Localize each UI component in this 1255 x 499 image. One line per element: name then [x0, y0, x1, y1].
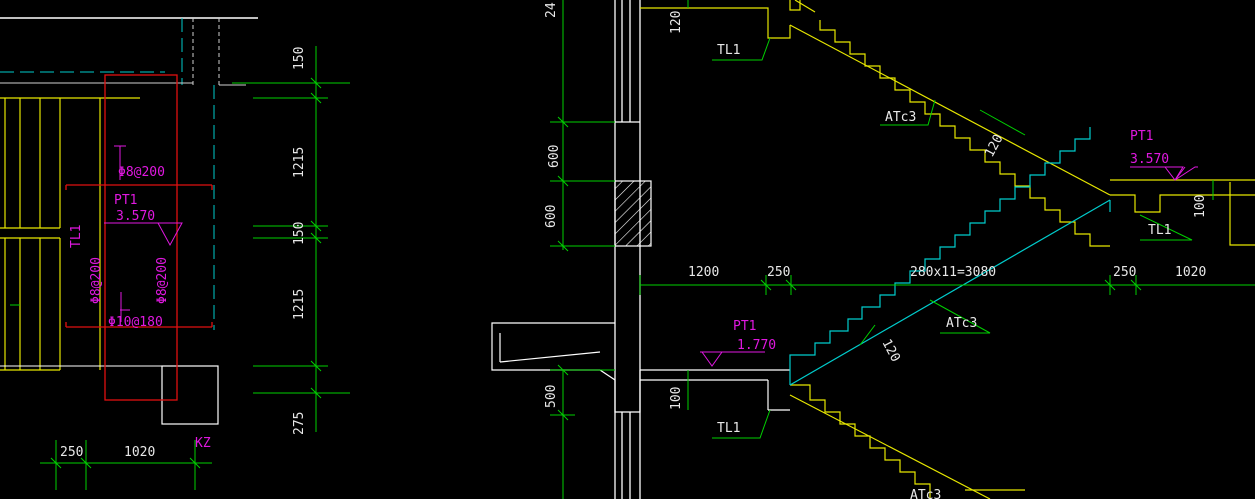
section-dim-500: 500 [544, 385, 559, 408]
stair-plan-view: 150 1215 150 1215 275 250 1020 Φ8@200 Φ8… [0, 17, 350, 490]
section-upper-landing-name: PT1 [1130, 129, 1153, 144]
plan-dim-1020: 1020 [124, 445, 155, 460]
section-flight-label-upper: ATc3 [885, 110, 916, 125]
section-dim-24: 24 [544, 2, 559, 18]
section-dim-flight: 280x11=3080 [910, 265, 996, 280]
plan-dim-150-top: 150 [292, 47, 307, 70]
plan-rebar-label-top: Φ8@200 [118, 165, 165, 180]
section-beam-label-bottom: TL1 [717, 421, 740, 436]
section-lower-flight-down [789, 384, 1025, 499]
plan-landing-elev: 3.570 [116, 209, 155, 224]
section-flight-label-partial: ATc3 [910, 488, 941, 499]
plan-column-label: KZ [195, 436, 211, 451]
plan-rebar-label-left: Φ8@200 [89, 257, 104, 304]
section-beam-label-right: TL1 [1148, 223, 1171, 238]
section-beam-label-top: TL1 [717, 43, 740, 58]
section-flight-label-lower: ATc3 [946, 316, 977, 331]
section-dimensions [550, 0, 1255, 499]
section-dim-600-lower: 600 [544, 205, 559, 228]
plan-landing-name: PT1 [114, 193, 137, 208]
section-dim-1020: 1020 [1175, 265, 1206, 280]
plan-dim-250: 250 [60, 445, 83, 460]
section-thickness-100-right: 100 [1193, 195, 1208, 218]
section-upper-landing-elev: 3.570 [1130, 152, 1169, 167]
plan-dim-1215-upper: 1215 [292, 147, 307, 178]
section-middle-flight [789, 127, 1111, 386]
section-upper-flight [640, 0, 1255, 247]
plan-rebar-label-bottom: Φ10@180 [108, 315, 163, 330]
section-lower-beam [491, 322, 790, 413]
plan-dim-chain-right [232, 46, 350, 432]
plan-dim-150-mid: 150 [292, 222, 307, 245]
section-level-markers [700, 166, 1198, 367]
section-dim-250-left: 250 [767, 265, 790, 280]
plan-dim-chain-bottom [10, 304, 212, 490]
section-dim-600-upper: 600 [547, 145, 562, 168]
section-thickness-120-upper-flight: 120 [982, 132, 1006, 160]
section-window-hatch [614, 180, 652, 247]
plan-rebar-label-right: Φ8@200 [155, 257, 170, 304]
plan-annotation-leaders [104, 145, 183, 322]
section-dim-250-right: 250 [1113, 265, 1136, 280]
plan-beam-label: TL1 [69, 225, 84, 248]
plan-dim-275: 275 [292, 412, 307, 435]
section-thickness-120-top: 120 [669, 11, 684, 34]
plan-dim-1215-lower: 1215 [292, 289, 307, 320]
section-lower-landing-elev: 1.770 [737, 338, 776, 353]
stair-section-view: 24 600 600 500 1200 250 280x11=3080 250 … [491, 0, 1255, 499]
section-dim-1200: 1200 [688, 265, 719, 280]
section-wall [614, 0, 641, 499]
plan-treads [0, 97, 140, 371]
plan-rebar [65, 74, 213, 401]
section-lower-landing-name: PT1 [733, 319, 756, 334]
section-thickness-120-lower-flight: 120 [878, 337, 902, 365]
section-thickness-100-lower: 100 [669, 387, 684, 410]
plan-column [161, 365, 219, 425]
